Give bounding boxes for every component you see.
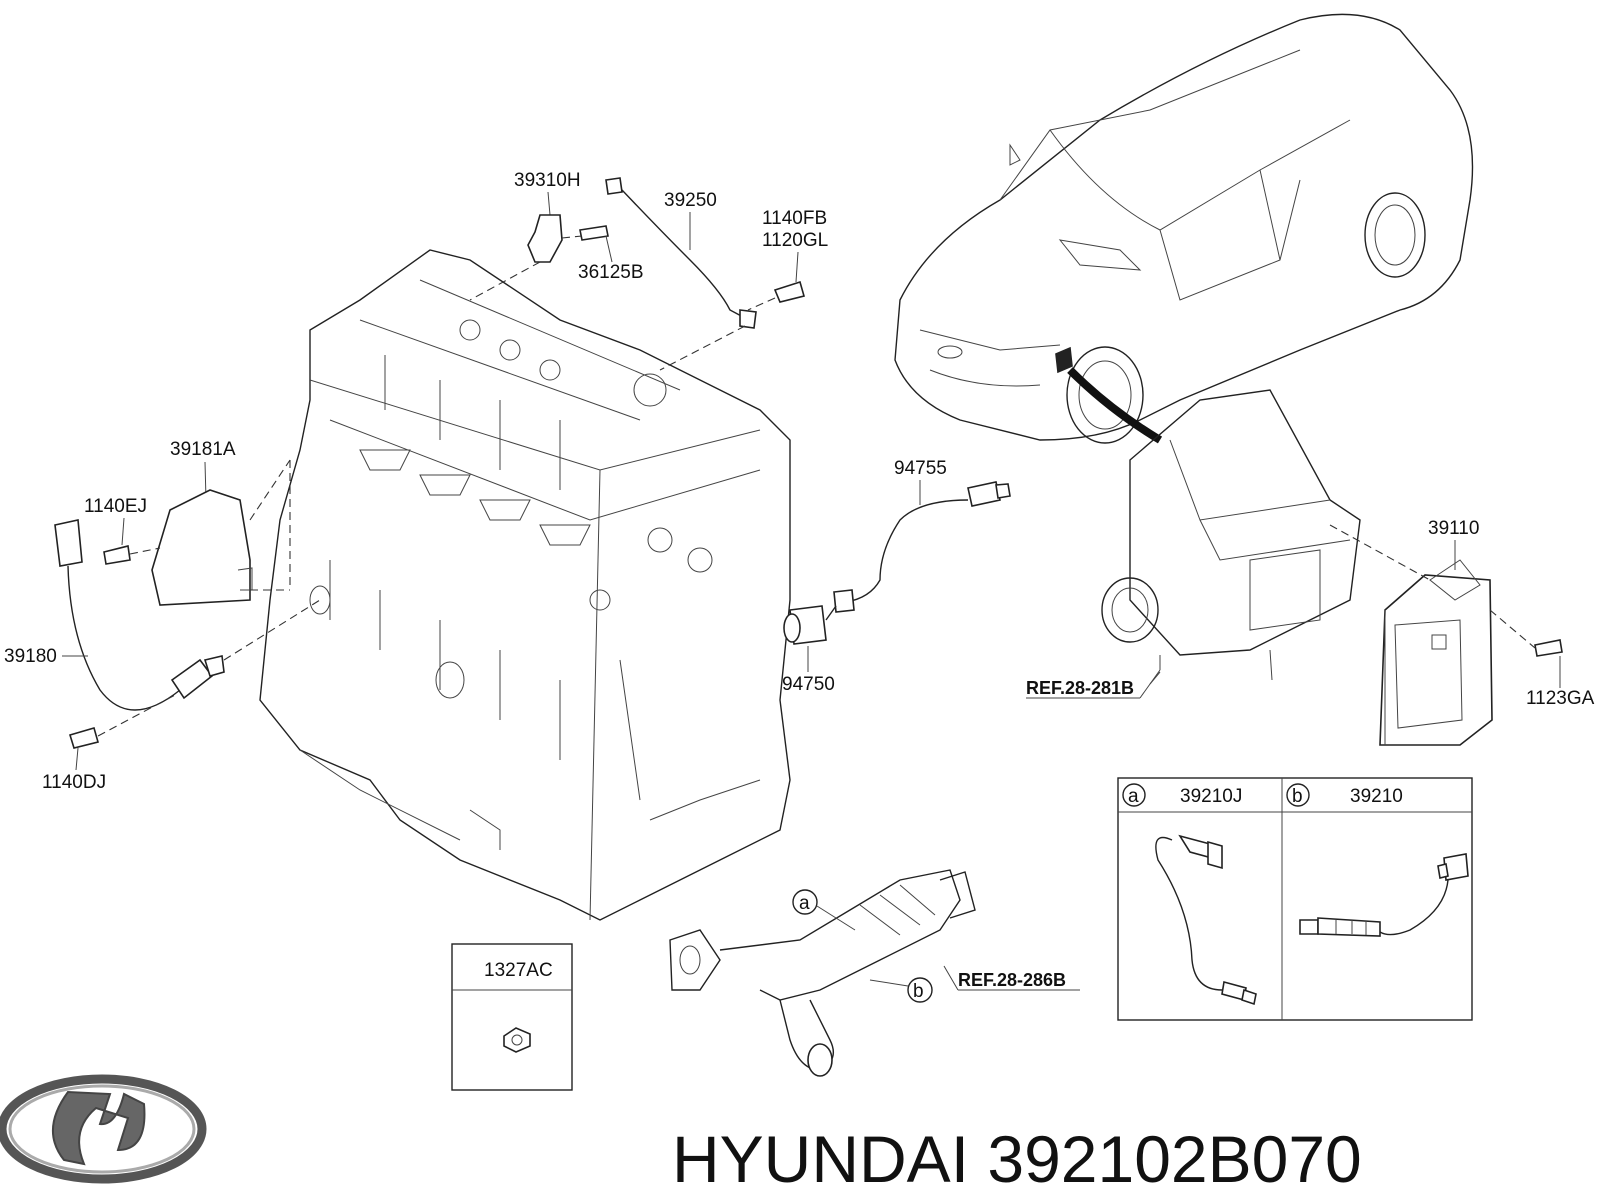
hyundai-logo-icon xyxy=(0,1074,207,1184)
oxygen-sensor-b-icon xyxy=(1299,853,1469,937)
callout-a: a xyxy=(799,893,810,914)
exhaust-catalyst xyxy=(669,869,976,1077)
table-col-a-part: 39210J xyxy=(1180,786,1242,807)
label-knock-cover: 39181A xyxy=(170,439,236,460)
label-crank-sensor: 39180 xyxy=(4,646,57,667)
label-bolt-ej: 1140EJ xyxy=(84,496,147,517)
label-bolt-fb: 1140FB xyxy=(762,208,827,229)
nut-box xyxy=(451,943,573,1091)
harness-connector-icon xyxy=(605,177,623,195)
brand-part-number: HYUNDAI 392102B070 xyxy=(672,1122,1362,1196)
callout-b: b xyxy=(913,981,924,1002)
label-bolt-ga: 1123GA xyxy=(1526,688,1595,709)
table-col-b-part: 39210 xyxy=(1350,786,1403,807)
label-bolt-dj: 1140DJ xyxy=(42,772,106,793)
switch-connector-icon xyxy=(967,481,1001,507)
car-outline xyxy=(894,13,1474,444)
ecm-module xyxy=(1379,559,1493,746)
label-nut-box: 1327AC xyxy=(484,960,553,981)
knock-cover-icon xyxy=(151,489,251,606)
cam-sensor-icon xyxy=(527,214,563,263)
air-cleaner-housing xyxy=(1101,389,1361,685)
label-pressure-switch: 94750 xyxy=(782,674,835,695)
label-bolt-gl: 1120GL xyxy=(762,230,828,251)
label-harness: 39250 xyxy=(664,190,717,211)
crank-connector-icon xyxy=(54,519,83,567)
table-b-circle xyxy=(1286,783,1310,807)
label-cam-sensor: 39310H xyxy=(514,170,581,191)
table-col-a-letter: a xyxy=(1128,786,1139,807)
ref-label-air: REF.28-281B xyxy=(1026,678,1134,698)
nut-icon xyxy=(503,1027,531,1053)
callout-a-circle xyxy=(792,889,818,915)
sensor-table xyxy=(1117,777,1473,1021)
engine-assembly xyxy=(259,249,791,921)
label-switch-harness: 94755 xyxy=(894,458,947,479)
ref-label-exhaust: REF.28-286B xyxy=(958,970,1066,990)
label-bolt-36125b: 36125B xyxy=(578,262,644,283)
table-a-circle xyxy=(1122,783,1146,807)
label-ecm: 39110 xyxy=(1428,518,1479,539)
oxygen-sensor-a-icon xyxy=(1155,834,1257,1006)
callout-b-circle xyxy=(907,977,933,1003)
table-col-b-letter: b xyxy=(1292,786,1303,807)
